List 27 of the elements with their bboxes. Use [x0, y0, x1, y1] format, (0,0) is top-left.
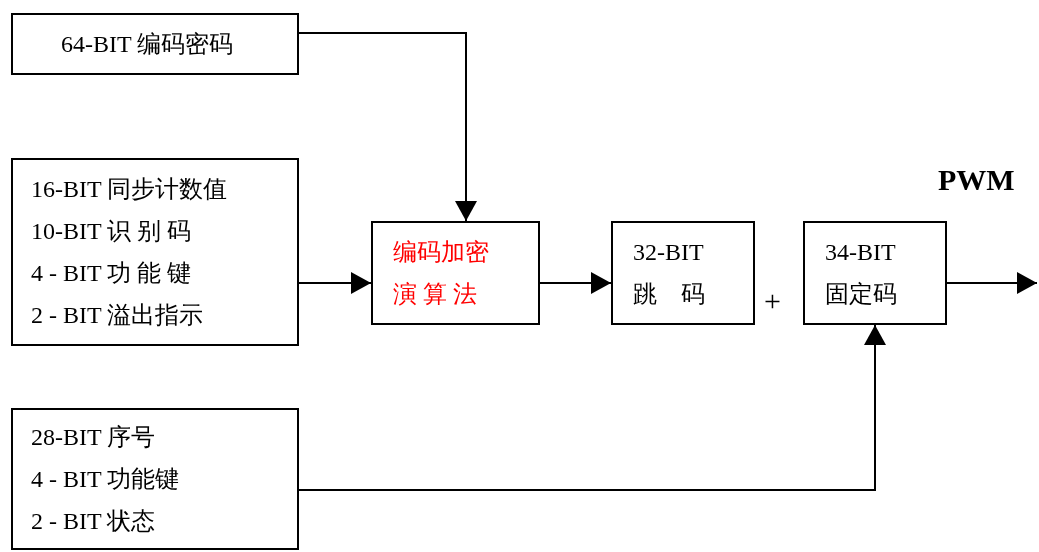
box-text: 32-BIT: [633, 238, 704, 267]
arrow: [539, 272, 612, 294]
box-text: 固定码: [825, 280, 897, 309]
signal-label: PWM: [938, 162, 1015, 198]
box-text: 2 - BIT 状态: [31, 507, 156, 536]
arrow: [298, 324, 886, 491]
box-text: 编码加密: [393, 238, 489, 267]
process-box: [11, 13, 299, 75]
box-text: 演 算 法: [393, 280, 477, 309]
box-text: 跳 码: [633, 280, 705, 309]
box-text: 4 - BIT 功 能 键: [31, 259, 192, 288]
process-box: [11, 408, 299, 550]
process-box: [371, 221, 540, 325]
box-text: 34-BIT: [825, 238, 896, 267]
arrow: [946, 272, 1038, 294]
box-text: 64-BIT 编码密码: [61, 30, 234, 59]
box-text: 16-BIT 同步计数值: [31, 175, 228, 204]
process-box: [11, 158, 299, 346]
arrow: [298, 32, 477, 222]
box-text: 10-BIT 识 别 码: [31, 217, 192, 246]
process-box: [611, 221, 755, 325]
arrow: [298, 272, 372, 294]
box-text: 4 - BIT 功能键: [31, 465, 180, 494]
box-text: 28-BIT 序号: [31, 423, 156, 452]
box-text: 2 - BIT 溢出指示: [31, 301, 204, 330]
process-box: [803, 221, 947, 325]
plus-sign: +: [764, 283, 781, 319]
